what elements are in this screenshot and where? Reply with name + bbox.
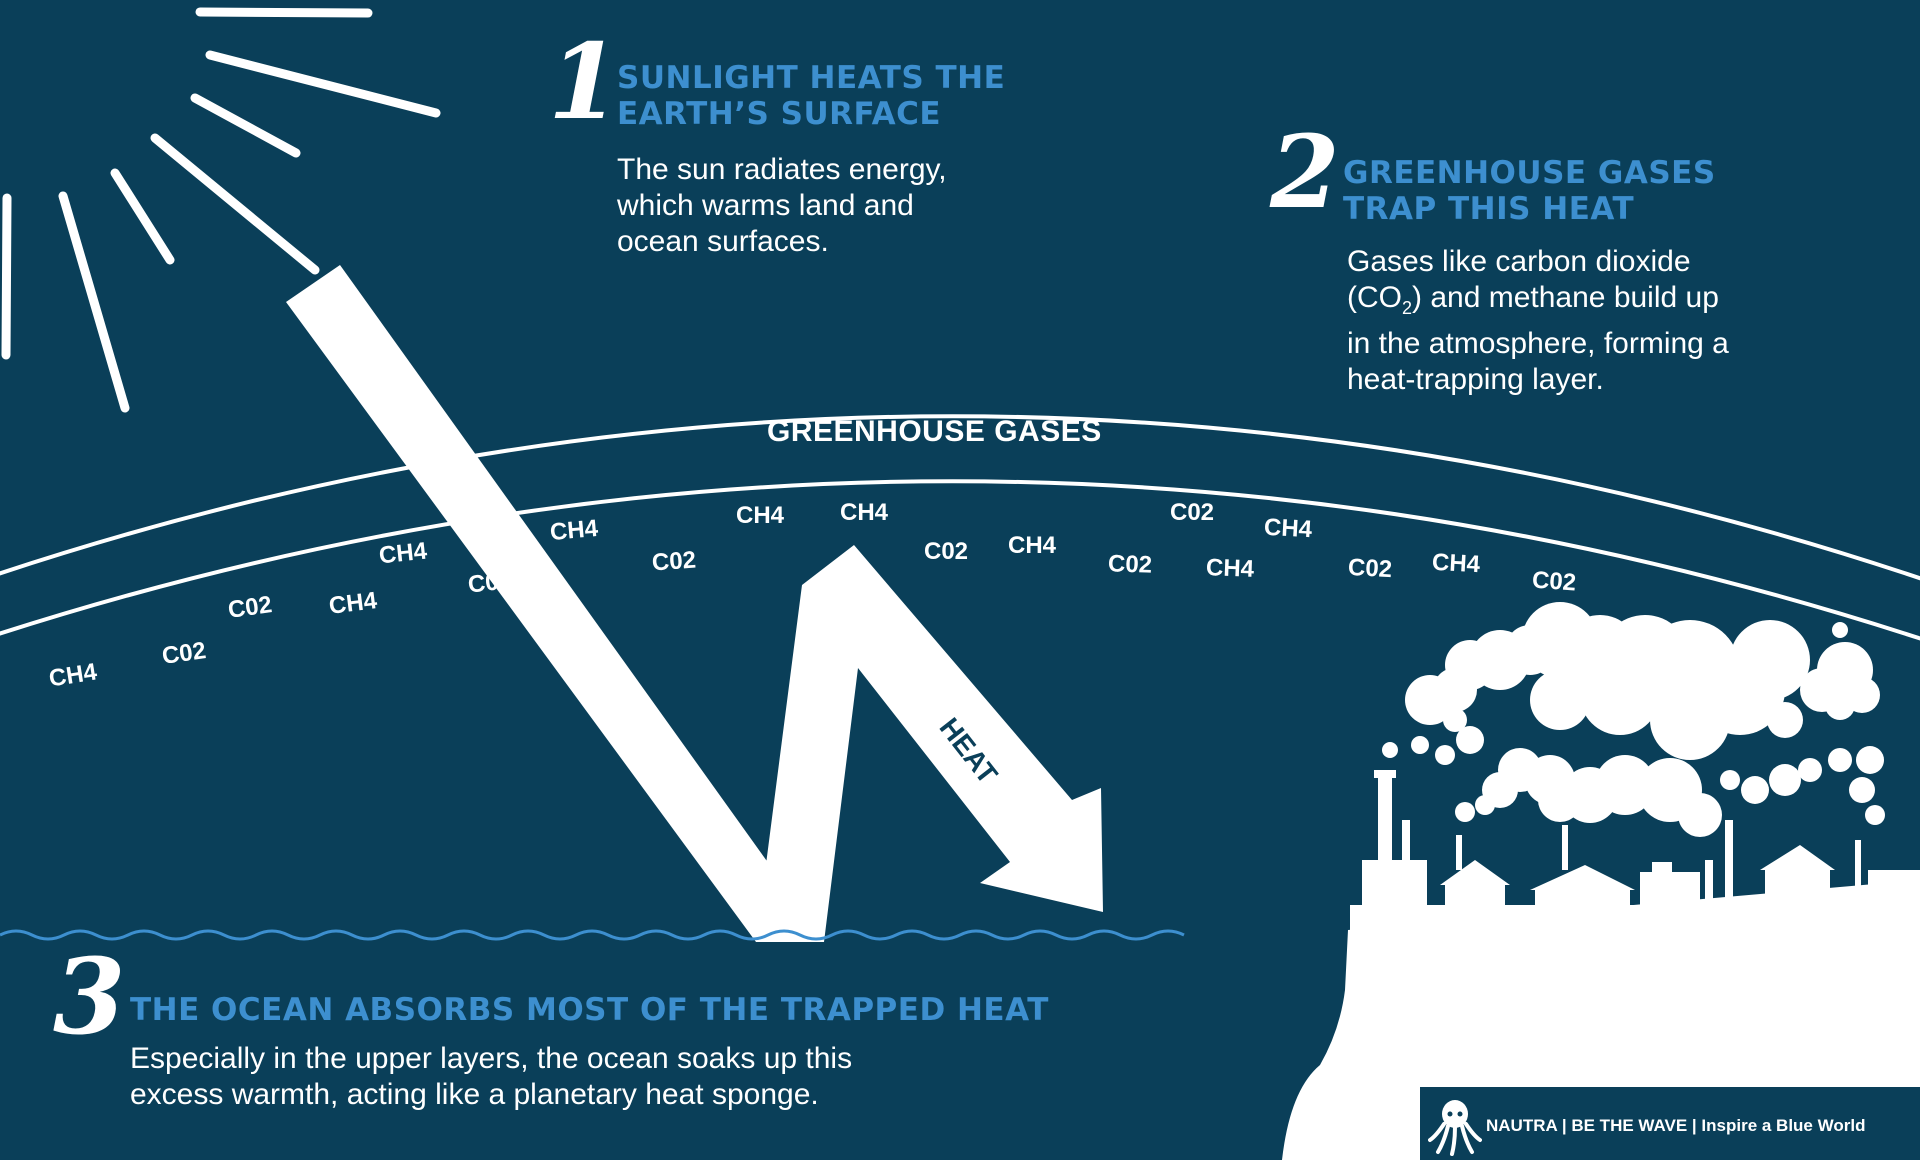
step-3-body: Especially in the upper layers, the ocea… [130,1041,852,1113]
gas-label: C02 [651,546,697,577]
gas-label: C02 [1170,499,1215,526]
step-2-body-line-2-post: ) and methane build up [1412,281,1719,314]
step-1-body-line-3: ocean surfaces. [617,225,829,258]
gas-label: C0 [466,568,500,599]
octopus-icon [1428,1099,1482,1156]
step-2-body: Gases like carbon dioxide (CO2) and meth… [1347,244,1729,398]
step-2-body-line-2-pre: (CO [1347,281,1402,314]
gas-label: CH4 [840,499,889,526]
heat-arrow [756,545,1103,942]
sun-rays-icon [1,7,441,413]
gas-label: C02 [1347,553,1393,584]
step-2-body-line-2: (CO2) and methane build up [1347,280,1729,326]
step-2-heading: GREENHOUSE GASES TRAP THIS HEAT [1343,155,1716,227]
step-1-heading-line-1: SUNLIGHT HEATS THE [617,60,1006,96]
step-3-heading: THE OCEAN ABSORBS MOST OF THE TRAPPED HE… [130,992,1049,1028]
step-3-body-line-2: excess warmth, acting like a planetary h… [130,1078,819,1111]
gas-label: CH4 [1205,554,1255,583]
step-2-body-line-2-sub: 2 [1402,298,1413,318]
step-2-body-line-4: heat-trapping layer. [1347,363,1604,396]
gas-label: CH4 [1263,513,1313,544]
step-2-body-line-3: in the atmosphere, forming a [1347,327,1729,360]
sunlight-arrow [286,265,822,942]
greenhouse-gases-band-label: GREENHOUSE GASES [767,415,1102,448]
footer-text: NAUTRA | BE THE WAVE | Inspire a Blue Wo… [1486,1115,1866,1135]
step-1-body-line-2: which warms land and [617,189,914,222]
gas-label: CH4 [327,587,379,620]
gas-label: CH4 [377,537,429,570]
step-2-heading-line-2: TRAP THIS HEAT [1343,191,1635,227]
step-1-heading-line-2: EARTH’S SURFACE [617,96,942,132]
step-3-body-line-1: Especially in the upper layers, the ocea… [130,1042,853,1075]
step-3-number: 3 [53,935,126,1058]
step-2-heading-line-1: GREENHOUSE GASES [1343,155,1716,191]
gas-label: C02 [1107,550,1153,579]
gas-label: CH4 [736,502,785,529]
gas-label: C02 [924,538,969,565]
step-1-heading: SUNLIGHT HEATS THE EARTH’S SURFACE [617,60,1005,132]
gas-label: CH4 [1431,548,1481,579]
step-2-body-line-1: Gases like carbon dioxide [1347,245,1691,278]
step-1-body-line-1: The sun radiates energy, [617,153,947,186]
step-1-number: 1 [548,20,621,143]
footer-banner: NAUTRA | BE THE WAVE | Inspire a Blue Wo… [1420,1087,1920,1160]
smoke-clouds-icon [1382,602,1885,837]
gas-label: C02 [1531,566,1577,597]
atmosphere-outer-arc [0,414,1920,581]
atmosphere-inner-arc [0,479,1920,641]
gas-label: CH4 [1008,532,1057,559]
step-1-body: The sun radiates energy, which warms lan… [617,152,947,260]
ocean-surface-wave [0,929,1185,941]
gas-label: CH4 [548,514,600,547]
step-2-number: 2 [1270,113,1340,231]
